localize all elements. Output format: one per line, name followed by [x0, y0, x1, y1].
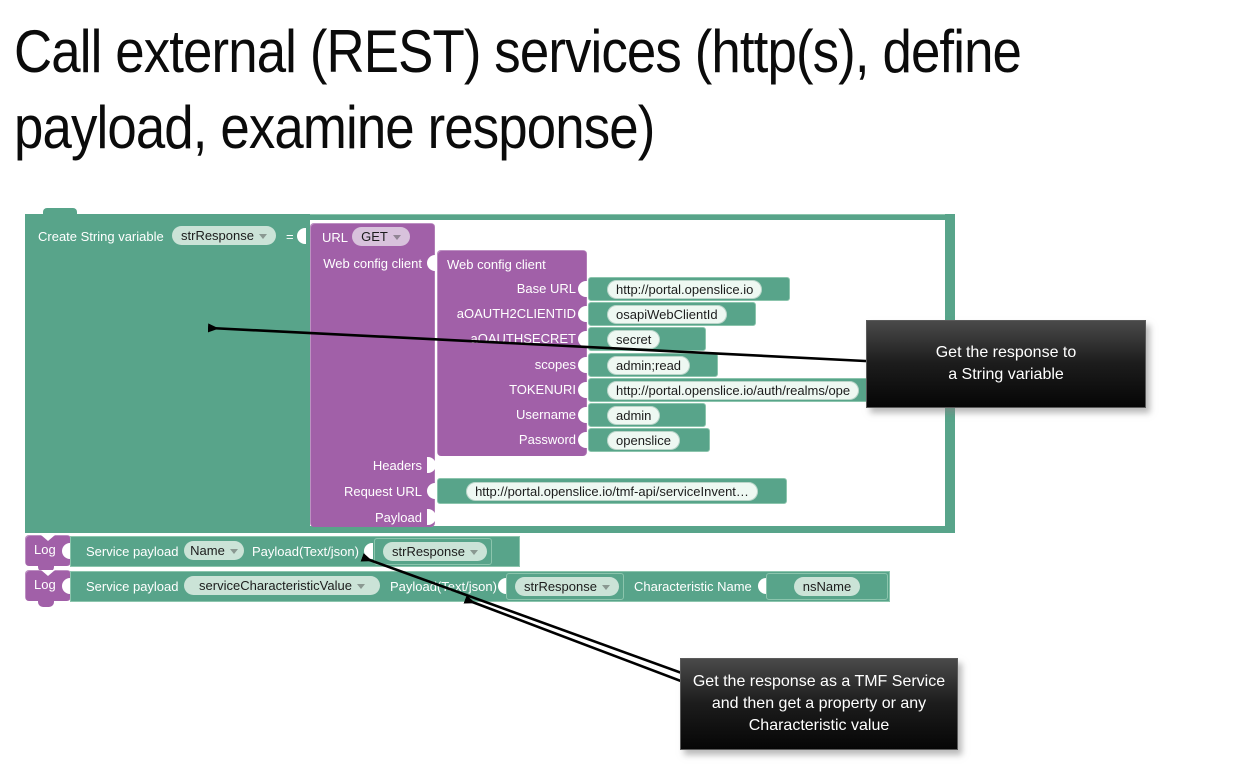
log2-variable-block[interactable]: strResponse — [506, 573, 624, 600]
base-url-field[interactable]: http://portal.openslice.io — [607, 279, 763, 299]
log2-strresponse-dropdown[interactable]: strResponse — [515, 577, 619, 596]
callout1-line2: a String variable — [948, 366, 1064, 383]
field-label-oauth2clientid: aOAUTH2CLIENTID — [456, 306, 576, 321]
charname-field[interactable]: nsName — [793, 577, 861, 596]
socket-notch — [62, 543, 71, 559]
chevron-down-icon — [601, 584, 610, 594]
socket-notch — [427, 483, 436, 499]
web-config-client-title: Web config client — [447, 257, 546, 272]
http-method-value: GET — [361, 229, 388, 244]
block-frame-top — [25, 214, 955, 220]
notch — [41, 535, 55, 541]
log1-payload-label: Payload(Text/json) — [252, 544, 359, 559]
log2-name-value: serviceCharacteristicValue — [199, 578, 352, 593]
log2-service-payload-label: Service payload — [86, 579, 179, 594]
value-block-base-url[interactable]: http://portal.openslice.io — [588, 277, 790, 301]
field-label-base-url: Base URL — [516, 281, 576, 296]
socket-notch — [364, 543, 373, 559]
socket-notch — [758, 578, 767, 594]
chevron-down-icon — [469, 549, 478, 559]
log1-service-payload-label: Service payload — [86, 544, 179, 559]
chevron-down-icon — [392, 234, 401, 244]
socket-notch — [297, 228, 306, 244]
socket-notch — [578, 432, 587, 448]
value-block-username[interactable]: admin — [588, 403, 706, 427]
value-block-request-url[interactable]: http://portal.openslice.io/tmf-api/servi… — [437, 478, 787, 504]
socket-notch — [62, 578, 71, 594]
chevron-down-icon — [356, 583, 365, 593]
value-block-clientid[interactable]: osapiWebClientId — [588, 302, 756, 326]
equals-sign: = — [286, 229, 294, 244]
create-variable-label: Create String variable — [38, 229, 164, 244]
block-frame-bottom — [303, 526, 955, 533]
block-tab — [38, 566, 54, 572]
notch — [41, 570, 55, 576]
field-label-username: Username — [516, 407, 576, 422]
socket-notch — [578, 382, 587, 398]
callout2-line3: Characteristic value — [748, 717, 890, 734]
log-label-1: Log — [34, 542, 56, 557]
headers-input-label: Headers — [372, 458, 422, 473]
socket-notch — [427, 457, 436, 473]
create-variable-block[interactable] — [25, 214, 310, 533]
chevron-down-icon — [229, 548, 238, 558]
socket-notch — [578, 407, 587, 423]
log1-strresponse-value: strResponse — [392, 544, 465, 559]
value-block-password[interactable]: openslice — [588, 428, 710, 452]
callout2-line2: and then get a property or any — [711, 695, 927, 712]
value-block-secret[interactable]: secret — [588, 327, 706, 351]
variable-dropdown-value: strResponse — [181, 228, 254, 243]
oauth2clientid-field[interactable]: osapiWebClientId — [607, 304, 727, 324]
field-label-tokenuri: TOKENURI — [509, 382, 576, 397]
log2-payload-label: Payload(Text/json) — [390, 579, 497, 594]
username-field[interactable]: admin — [607, 405, 661, 425]
socket-notch — [578, 306, 587, 322]
callout2-line1: Get the response as a TMF Service — [692, 673, 946, 690]
url-label: URL — [322, 230, 349, 245]
log2-characteristic-label: Characteristic Name — [634, 579, 752, 594]
page-title-line2: payload, examine response) — [14, 94, 655, 161]
block-tab — [38, 601, 54, 607]
oauthsecret-field[interactable]: secret — [607, 329, 661, 349]
url-request-block[interactable] — [310, 223, 435, 527]
request-url-input-label: Request URL — [343, 484, 422, 499]
socket-notch — [578, 281, 587, 297]
value-block-scopes[interactable]: admin;read — [588, 353, 718, 377]
page-title: Call external (REST) services (http(s), … — [14, 14, 1022, 166]
block-top-tab — [43, 208, 77, 216]
field-label-password: Password — [518, 432, 576, 447]
chevron-down-icon — [258, 233, 267, 243]
password-field[interactable]: openslice — [607, 430, 680, 450]
log1-variable-block[interactable]: strResponse — [374, 538, 492, 565]
callout1-line1: Get the response to — [935, 344, 1077, 361]
log1-name-value: Name — [190, 543, 225, 558]
payload-input-label: Payload — [375, 510, 422, 525]
field-label-scopes: scopes — [534, 357, 576, 372]
request-url-field[interactable]: http://portal.openslice.io/tmf-api/servi… — [466, 481, 758, 501]
socket-notch — [578, 357, 587, 373]
callout-tmf-service: Get the response as a TMF Service and th… — [680, 658, 958, 750]
log1-name-dropdown[interactable]: Name — [184, 541, 244, 560]
page-title-line1: Call external (REST) services (http(s), … — [14, 18, 1022, 85]
socket-notch — [427, 509, 436, 525]
log2-name-dropdown[interactable]: serviceCharacteristicValue — [184, 576, 380, 595]
socket-notch — [427, 255, 436, 271]
log2-strresponse-value: strResponse — [524, 579, 597, 594]
scopes-field[interactable]: admin;read — [607, 355, 691, 375]
web-config-input-label: Web config client — [323, 256, 422, 271]
log1-strresponse-dropdown[interactable]: strResponse — [383, 542, 487, 561]
log-label-2: Log — [34, 577, 56, 592]
callout-string-variable: Get the response to a String variable — [866, 320, 1146, 408]
variable-dropdown[interactable]: strResponse — [172, 226, 276, 245]
socket-notch — [578, 331, 587, 347]
tokenuri-field[interactable]: http://portal.openslice.io/auth/realms/o… — [607, 380, 860, 400]
log2-charname-block[interactable]: nsName — [766, 573, 888, 600]
field-label-oauthsecret: aOAUTHSECRET — [470, 331, 576, 346]
http-method-dropdown[interactable]: GET — [352, 227, 410, 246]
